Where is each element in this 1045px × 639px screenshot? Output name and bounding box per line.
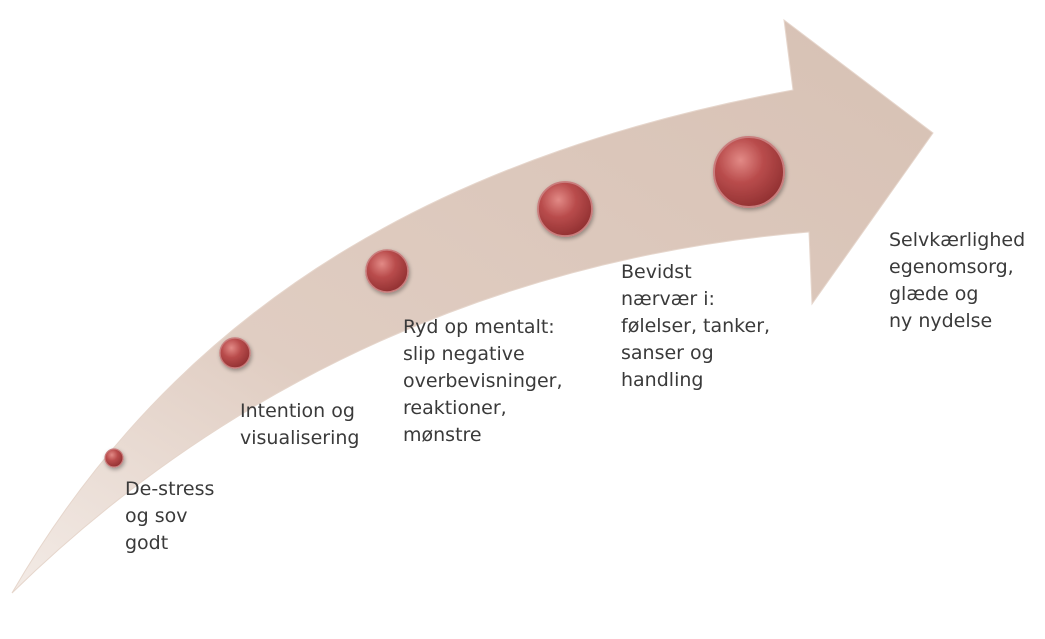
curved-arrow-shape [11,18,934,594]
step-bubble-3 [365,249,409,293]
step-label-bevidst-naervaer: Bevidst nærvær i: følelser, tanker, sans… [621,261,771,391]
step-bubble-1 [104,448,124,468]
step-label-destress: De-stress og sov godt [125,478,215,554]
step-bubble-5 [713,136,785,208]
step-bubble-2 [219,337,251,369]
step-bubble-4 [537,181,593,237]
step-label-selvkaerlighed: Selvkærlighed egenomsorg, glæde og ny ny… [889,229,1026,332]
step-label-ryd-op-mentalt: Ryd op mentalt: slip negative overbevisn… [403,316,563,446]
step-label-intention: Intention og visualisering [240,400,360,449]
progress-bubbles [104,136,785,468]
